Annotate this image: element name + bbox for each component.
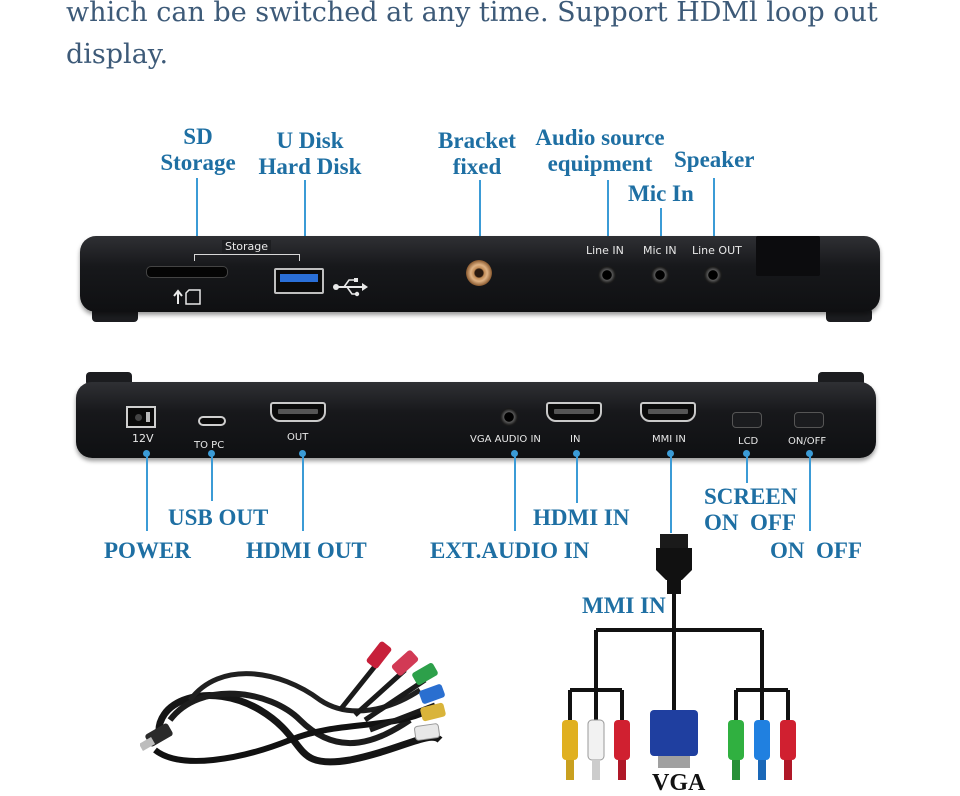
- dc-power-jack[interactable]: [126, 406, 156, 428]
- leader-lcd: [746, 453, 748, 483]
- port-label-vga-audio-in: VGA AUDIO IN: [470, 434, 541, 445]
- leader-hdmi-out: [302, 453, 304, 531]
- label-ext-audio-in: EXT.AUDIO IN: [430, 538, 590, 563]
- leader-on-off: [809, 453, 811, 531]
- port-label-12v: 12V: [132, 432, 154, 445]
- label-speaker: Speaker: [674, 147, 755, 172]
- port-label-on-off: ON/OFF: [788, 436, 827, 447]
- dc-pin: [135, 414, 142, 421]
- port-label-hdmi-in: IN: [570, 434, 581, 445]
- hdmi-out-port[interactable]: [270, 402, 326, 422]
- leader-hdmi-in: [576, 453, 578, 503]
- storage-bracket-line: [194, 254, 300, 261]
- label-sd-storage: SD Storage: [156, 124, 240, 176]
- label-bracket-line1: Bracket: [438, 128, 516, 153]
- sd-card-icon: [173, 289, 201, 305]
- rca-plug-blue: [754, 720, 770, 780]
- label-hdmi-in: HDMI IN: [533, 505, 630, 530]
- mic-in-jack[interactable]: [651, 266, 669, 284]
- port-label-storage: Storage: [222, 240, 272, 253]
- intro-text: which can be switched at any time. Suppo…: [66, 0, 878, 70]
- label-bracket: Bracket fixed: [434, 128, 520, 180]
- vga-audio-in-jack[interactable]: [500, 408, 518, 426]
- label-bracket-line2: fixed: [452, 154, 502, 179]
- usb-port-tongue: [280, 274, 318, 282]
- line-out-jack[interactable]: [704, 266, 722, 284]
- leader-sd: [196, 178, 198, 256]
- port-label-lcd: LCD: [738, 436, 759, 447]
- sd-card-slot[interactable]: [146, 266, 228, 278]
- label-mmi-in: MMI IN: [582, 593, 666, 618]
- leader-mmi-in: [670, 453, 672, 533]
- rca-plug-yellow: [562, 720, 578, 780]
- label-screen: SCREEN ON OFF: [704, 484, 797, 536]
- hdmi-in-port[interactable]: [546, 402, 602, 422]
- lcd-button[interactable]: [732, 412, 762, 428]
- label-mic-in: Mic In: [628, 181, 694, 206]
- power-switch-button[interactable]: [794, 412, 824, 428]
- leader-mic-in: [660, 208, 662, 258]
- rca-plug-white: [587, 719, 605, 780]
- speaker-grille: [756, 236, 820, 276]
- label-screen-line2: ON OFF: [704, 510, 796, 535]
- mmi-in-port[interactable]: [640, 402, 696, 422]
- leader-line-out: [713, 178, 715, 258]
- label-audio-source: Audio source equipment: [532, 125, 668, 177]
- tripod-mount-screw: [466, 260, 492, 286]
- rca-plug-red: [614, 720, 630, 780]
- label-power: POWER: [104, 538, 191, 563]
- label-audio-line2: equipment: [547, 151, 653, 176]
- label-usb-line2: Hard Disk: [258, 154, 362, 179]
- device-bottom-panel: 12V TO PC OUT VGA AUDIO IN IN MMI IN LCD…: [76, 382, 876, 458]
- dc-contact: [146, 412, 150, 422]
- rca-plug-green: [728, 720, 744, 780]
- usb-symbol-icon: [333, 278, 368, 297]
- leader-usb-out: [211, 453, 213, 501]
- line-in-jack[interactable]: [598, 266, 616, 284]
- leader-bracket: [479, 180, 481, 258]
- label-sd-line1: SD: [183, 124, 213, 149]
- av-cable-bundle-image: [140, 641, 446, 766]
- port-label-mmi-in: MMI IN: [652, 434, 686, 445]
- label-audio-line1: Audio source: [535, 125, 665, 150]
- port-label-line-out: Line OUT: [692, 244, 742, 257]
- usb-c-port[interactable]: [198, 416, 226, 426]
- label-screen-line1: SCREEN: [704, 484, 798, 509]
- label-on-off: ON OFF: [770, 538, 862, 563]
- port-label-line-in: Line IN: [586, 244, 624, 257]
- rca-plug-red-2: [780, 720, 796, 780]
- mmi-breakout-cable-diagram: [562, 534, 796, 780]
- label-usb-out: USB OUT: [168, 505, 269, 530]
- leader-ext-audio: [514, 453, 516, 531]
- leader-power: [146, 453, 148, 531]
- device-top-panel: Storage Line IN Mic IN Line OUT: [80, 236, 880, 312]
- label-sd-line2: Storage: [160, 150, 236, 175]
- label-hdmi-out: HDMI OUT: [246, 538, 367, 563]
- label-usb-line1: U Disk: [276, 128, 344, 153]
- leader-usb: [304, 180, 306, 256]
- port-label-hdmi-out: OUT: [287, 432, 309, 443]
- leader-line-in: [607, 180, 609, 258]
- label-usb-disk: U Disk Hard Disk: [252, 128, 368, 180]
- usb-a-port[interactable]: [274, 268, 324, 294]
- vga-label: VGA: [652, 770, 706, 796]
- port-label-mic-in: Mic IN: [643, 244, 677, 257]
- port-label-to-pc: TO PC: [194, 440, 225, 451]
